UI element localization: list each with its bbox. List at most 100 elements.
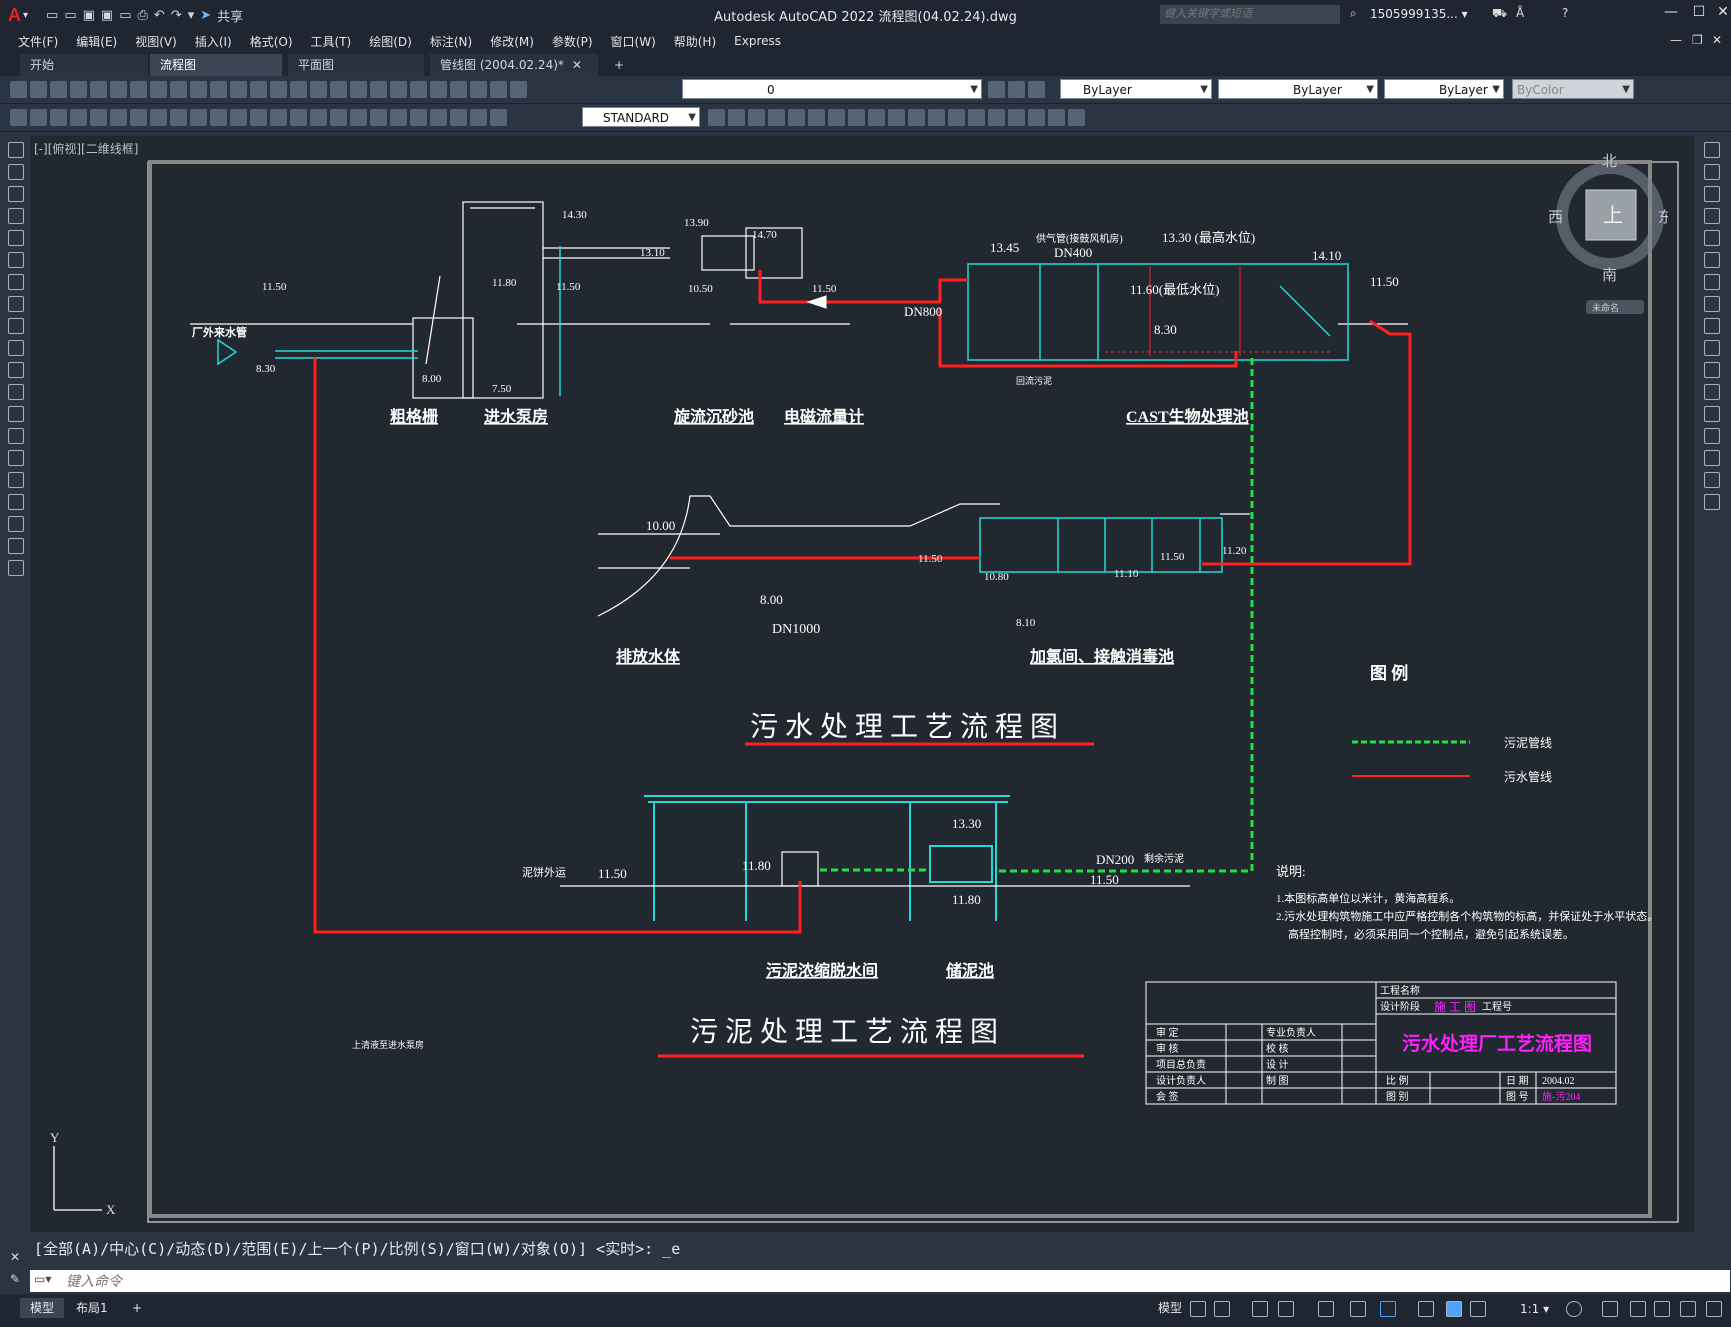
design-center-icon[interactable] xyxy=(390,81,407,98)
make-block-icon[interactable] xyxy=(8,406,24,422)
modify-tool-icon[interactable] xyxy=(1048,109,1065,126)
dim-tool-icon[interactable] xyxy=(270,109,287,126)
dim-tool-icon[interactable] xyxy=(70,109,87,126)
modify-tool-icon[interactable] xyxy=(708,109,725,126)
customize-icon[interactable]: ▾ xyxy=(187,7,195,23)
share-label[interactable]: 共享 xyxy=(217,9,244,25)
add-layout-button[interactable]: + xyxy=(132,1301,143,1315)
dim-tool-icon[interactable] xyxy=(150,109,167,126)
dim-tool-icon[interactable] xyxy=(30,109,47,126)
modify-tool-icon[interactable] xyxy=(808,109,825,126)
dim-tool-icon[interactable] xyxy=(290,109,307,126)
dynamic-ucs-icon[interactable] xyxy=(1350,1301,1366,1317)
tab-start[interactable]: 开始 xyxy=(20,54,148,76)
copy-object-icon[interactable] xyxy=(1704,164,1720,180)
publish-icon[interactable] xyxy=(110,81,127,98)
modify-tool-icon[interactable] xyxy=(768,109,785,126)
polygon-icon[interactable] xyxy=(8,208,24,224)
modify-tool-icon[interactable] xyxy=(948,109,965,126)
menu-parametric[interactable]: 参数(P) xyxy=(551,34,593,49)
viewcube-face-top[interactable] xyxy=(1585,189,1637,241)
model-space-button[interactable]: 模型 xyxy=(1158,1301,1183,1315)
undo-icon[interactable] xyxy=(250,81,267,98)
close-button[interactable]: ✕ xyxy=(1717,4,1729,20)
menu-modify[interactable]: 修改(M) xyxy=(490,34,534,49)
compass-north-label[interactable]: 北 xyxy=(1602,152,1617,170)
plotstyle-dropdown[interactable]: ByColor▼ xyxy=(1512,79,1634,99)
dim-tool-icon[interactable] xyxy=(410,109,427,126)
new-icon[interactable]: ▭ xyxy=(46,7,59,23)
layer-tool-icon[interactable] xyxy=(1028,81,1045,98)
line-icon[interactable] xyxy=(8,142,24,158)
stretch-icon[interactable] xyxy=(1704,318,1720,334)
modify-tool-icon[interactable] xyxy=(888,109,905,126)
open-icon[interactable] xyxy=(30,81,47,98)
color-dropdown[interactable]: ByLayer▼ xyxy=(1060,79,1212,99)
tool-palettes-icon[interactable] xyxy=(410,81,427,98)
modify-tool-icon[interactable] xyxy=(728,109,745,126)
join-icon[interactable] xyxy=(1704,406,1720,422)
dim-tool-icon[interactable] xyxy=(250,109,267,126)
close-tab-icon[interactable]: ✕ xyxy=(571,58,582,72)
dim-tool-icon[interactable] xyxy=(450,109,467,126)
dim-tool-icon[interactable] xyxy=(170,109,187,126)
add-selected-icon[interactable] xyxy=(8,560,24,576)
cad-apps-icon[interactable]: Å xyxy=(1516,6,1525,20)
compass-west-label[interactable]: 西 xyxy=(1548,208,1563,226)
dim-tool-icon[interactable] xyxy=(130,109,147,126)
tab-flowchart[interactable]: 流程图(04.02.24)*✕ xyxy=(150,54,282,94)
polyline-icon[interactable] xyxy=(8,186,24,202)
gradient-icon[interactable] xyxy=(8,472,24,488)
modify-tool-icon[interactable] xyxy=(968,109,985,126)
workspace-gear-icon[interactable] xyxy=(1566,1301,1582,1317)
modify-tool-icon[interactable] xyxy=(848,109,865,126)
blend-icon[interactable] xyxy=(1704,472,1720,488)
maximize-button[interactable]: ☐ xyxy=(1692,4,1706,20)
annotation-scale[interactable]: 1:1 ▾ xyxy=(1520,1302,1550,1316)
dim-tool-icon[interactable] xyxy=(90,109,107,126)
paste-icon[interactable] xyxy=(190,81,207,98)
save-as-icon[interactable]: ▣ xyxy=(100,7,114,23)
offset-icon[interactable] xyxy=(1704,208,1720,224)
modify-tool-icon[interactable] xyxy=(1008,109,1025,126)
array-icon[interactable] xyxy=(1704,230,1720,246)
dim-tool-icon[interactable] xyxy=(490,109,507,126)
arc-icon[interactable] xyxy=(8,252,24,268)
menu-edit[interactable]: 编辑(E) xyxy=(76,34,118,49)
compass-ring[interactable] xyxy=(1556,162,1664,270)
rotate-icon[interactable] xyxy=(1704,274,1720,290)
fillet-icon[interactable] xyxy=(1704,450,1720,466)
menu-file[interactable]: 文件(F) xyxy=(18,34,59,49)
tab-pipeline[interactable]: 管线图 (2004.02.24)*✕ xyxy=(430,54,598,76)
3dprint-icon[interactable] xyxy=(130,81,147,98)
share-icon[interactable]: ➤ xyxy=(200,7,212,23)
modify-tool-icon[interactable] xyxy=(1028,109,1045,126)
close-command-icon[interactable]: ✕ xyxy=(10,1250,21,1264)
revcloud-icon[interactable] xyxy=(8,296,24,312)
modify-tool-icon[interactable] xyxy=(788,109,805,126)
save-icon[interactable] xyxy=(50,81,67,98)
account-name[interactable]: 1505999135... ▾ xyxy=(1370,7,1468,21)
doc-minimize-button[interactable]: — xyxy=(1670,33,1682,47)
selection-cycling-icon[interactable] xyxy=(1380,1301,1396,1317)
dim-tool-icon[interactable] xyxy=(470,109,487,126)
help-icon[interactable] xyxy=(490,81,507,98)
insert-block-icon[interactable] xyxy=(8,384,24,400)
match-icon[interactable] xyxy=(210,81,227,98)
menu-insert[interactable]: 插入(I) xyxy=(194,34,232,49)
extend-icon[interactable] xyxy=(1704,362,1720,378)
break-icon[interactable] xyxy=(1704,384,1720,400)
point-icon[interactable] xyxy=(8,428,24,444)
dim-tool-icon[interactable] xyxy=(390,109,407,126)
compass-south-label[interactable]: 南 xyxy=(1602,266,1617,284)
menu-view[interactable]: 视图(V) xyxy=(135,34,177,49)
linetype-dropdown[interactable]: ByLayer▼ xyxy=(1218,79,1378,99)
help-icon[interactable]: ? xyxy=(1562,6,1569,20)
auto-scale-icon[interactable] xyxy=(1470,1301,1486,1317)
search-icon[interactable]: ⌕ xyxy=(1350,6,1357,20)
table-icon[interactable] xyxy=(8,516,24,532)
osnap-tracking-icon[interactable] xyxy=(1318,1301,1334,1317)
redo-icon[interactable] xyxy=(270,81,287,98)
command-line[interactable]: ▭▾ xyxy=(30,1270,1730,1292)
menu-dimension[interactable]: 标注(N) xyxy=(429,34,473,49)
